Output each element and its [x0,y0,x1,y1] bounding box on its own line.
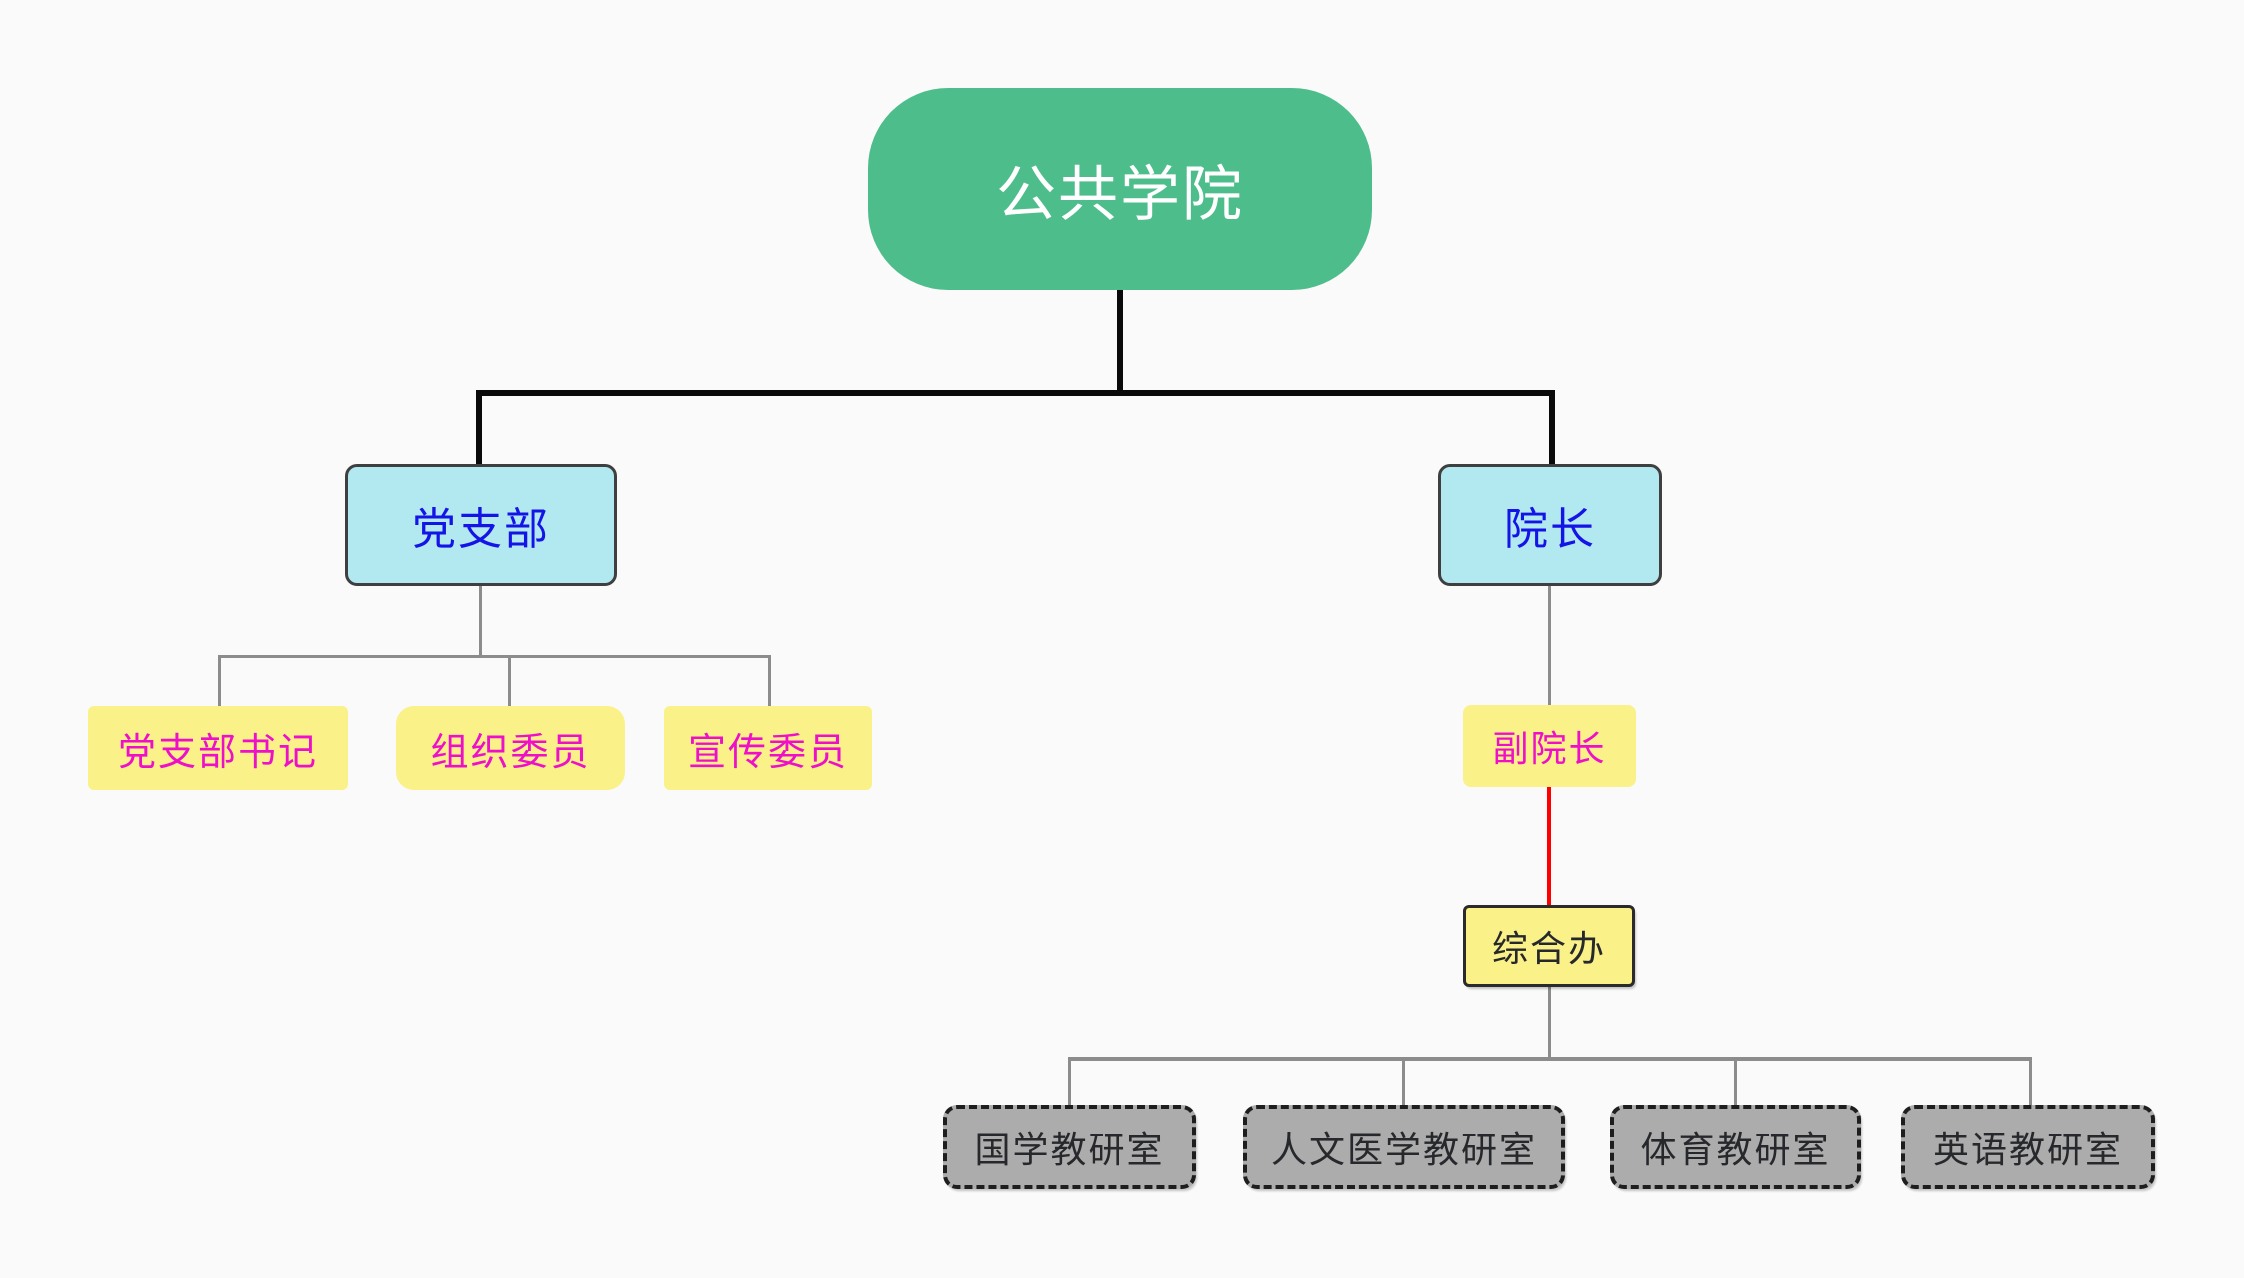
connector-office-crossbar [1068,1057,2032,1061]
connector-drop-party-secretary [218,655,221,706]
connector-drop-humanities-office [1402,1057,1405,1105]
connector-vice-dean-to-general-office [1547,787,1551,905]
org-node-humanities-office: 人文医学教研室 [1243,1105,1565,1189]
connector-drop-dean [1549,390,1555,464]
connector-level2-crossbar [476,390,1555,396]
connector-college-stem [1117,290,1123,393]
connector-party-branch-stem [479,586,482,658]
org-node-org-committee: 组织委员 [396,706,625,790]
org-node-guoxue-office: 国学教研室 [943,1105,1196,1189]
connector-general-office-stem [1548,987,1551,1059]
connector-drop-guoxue-office [1068,1057,1071,1105]
org-node-party-branch: 党支部 [345,464,617,586]
connector-dean-to-vice-dean [1548,586,1551,705]
org-node-pe-office: 体育教研室 [1610,1105,1861,1189]
org-node-party-secretary: 党支部书记 [88,706,348,790]
connector-committee-crossbar [218,655,771,658]
org-node-general-office: 综合办 [1463,905,1635,987]
connector-drop-english-office [2029,1057,2032,1105]
org-node-college: 公共学院 [868,88,1372,290]
connector-drop-publicity-committee [768,655,771,706]
org-node-english-office: 英语教研室 [1901,1105,2155,1189]
connector-drop-pe-office [1734,1057,1737,1105]
connector-drop-party-branch [476,390,482,464]
org-node-dean: 院长 [1438,464,1662,586]
org-node-publicity-committee: 宣传委员 [664,706,872,790]
connector-drop-org-committee [508,655,511,706]
org-node-vice-dean: 副院长 [1463,705,1636,787]
